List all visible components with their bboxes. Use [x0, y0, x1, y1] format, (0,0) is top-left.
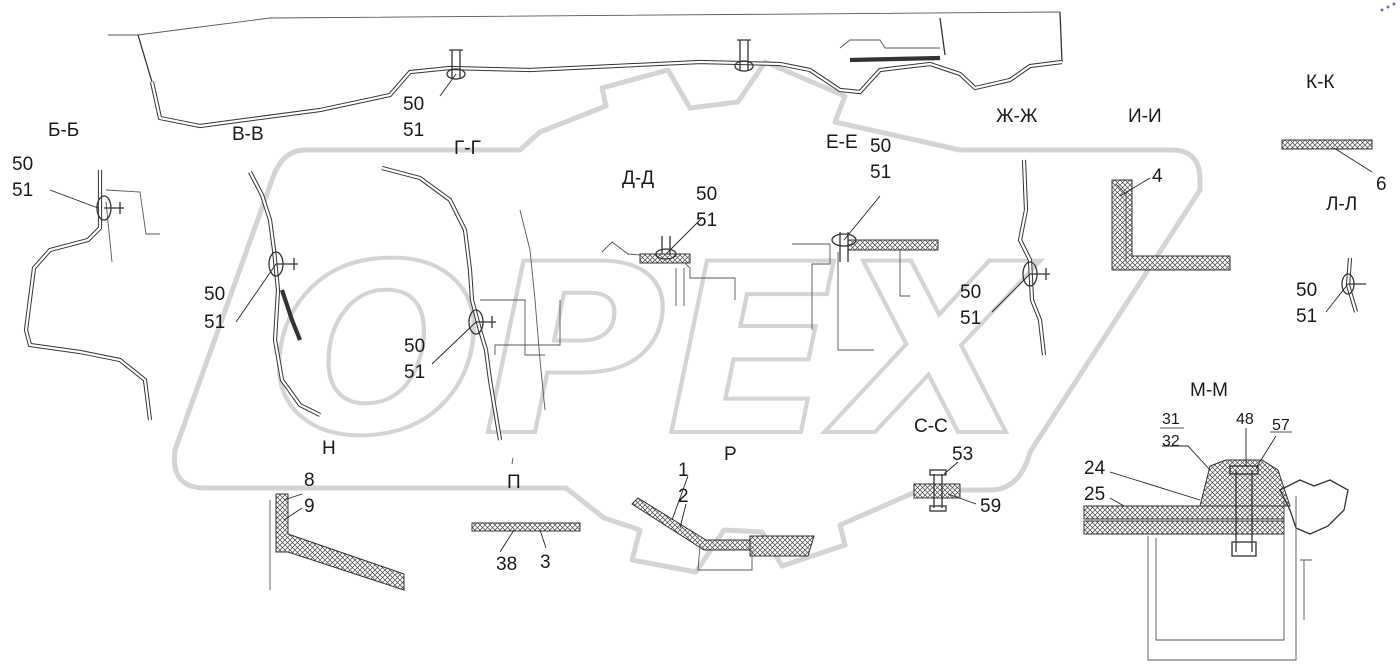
section-ll-drawing [1325, 257, 1366, 313]
section-kk-drawing [1281, 139, 1373, 173]
section-label-ii: И-И [1128, 106, 1162, 127]
section-label-vv: В-В [232, 124, 264, 145]
section-label-zhzh: Ж-Ж [996, 106, 1038, 127]
label-6: 6 [1376, 174, 1387, 195]
corner-marker [1380, 2, 1396, 12]
label-50-ll: 50 [1296, 280, 1317, 301]
label-24: 24 [1084, 458, 1106, 479]
section-ee-drawing [792, 195, 939, 351]
label-32: 32 [1162, 433, 1180, 450]
label-51-zhzh: 51 [960, 308, 981, 329]
top-longitudinal-section [108, 11, 1063, 129]
section-label-r: Р [724, 444, 737, 465]
label-1: 1 [678, 460, 689, 481]
label-50-top: 50 [403, 94, 424, 115]
label-57: 57 [1272, 417, 1290, 434]
label-59: 59 [980, 496, 1001, 517]
label-8: 8 [304, 470, 315, 491]
section-p-drawing [471, 457, 581, 553]
section-ss-drawing [913, 461, 977, 512]
section-label-dd: Д-Д [622, 168, 654, 189]
label-51-ee: 51 [870, 162, 891, 183]
section-gg-drawing [381, 165, 561, 441]
label-3: 3 [540, 552, 551, 573]
label-50-bb: 50 [12, 154, 33, 175]
section-r-drawing [631, 475, 815, 571]
label-9: 9 [304, 496, 315, 517]
section-label-n: Н [322, 438, 336, 459]
section-label-kk: К-К [1306, 72, 1334, 93]
section-vv-drawing [235, 171, 321, 417]
section-label-p: П [507, 472, 521, 493]
label-53: 53 [952, 444, 973, 465]
section-bb-drawing [23, 170, 160, 421]
section-label-ee: Е-Е [826, 132, 858, 153]
label-4: 4 [1152, 166, 1163, 187]
label-25: 25 [1084, 484, 1105, 505]
label-50-vv: 50 [204, 284, 225, 305]
section-ii-drawing [1111, 177, 1231, 271]
label-51-top: 51 [403, 120, 424, 141]
label-51-bb: 51 [12, 180, 33, 201]
section-zhzh-drawing [991, 159, 1050, 356]
label-38: 38 [496, 554, 517, 575]
label-51-vv: 51 [204, 312, 225, 333]
label-51-gg: 51 [404, 362, 425, 383]
label-2: 2 [678, 486, 689, 507]
label-51-ll: 51 [1296, 306, 1317, 327]
section-dd-drawing [601, 217, 736, 306]
label-48: 48 [1236, 411, 1254, 428]
section-label-gg: Г-Г [454, 138, 481, 159]
section-label-ll: Л-Л [1326, 194, 1357, 215]
label-51-dd: 51 [696, 210, 717, 231]
label-50-ee: 50 [870, 136, 891, 157]
label-50-dd: 50 [696, 184, 717, 205]
label-50-gg: 50 [404, 336, 425, 357]
section-n-drawing [269, 493, 405, 591]
label-50-zhzh: 50 [960, 282, 981, 303]
section-label-mm: М-М [1190, 380, 1228, 401]
label-31: 31 [1162, 411, 1180, 428]
watermark-gear-outline [171, 59, 1203, 575]
section-mm-drawing [1083, 427, 1349, 661]
section-label-bb: Б-Б [48, 120, 79, 141]
section-label-ss: С-С [914, 416, 948, 437]
